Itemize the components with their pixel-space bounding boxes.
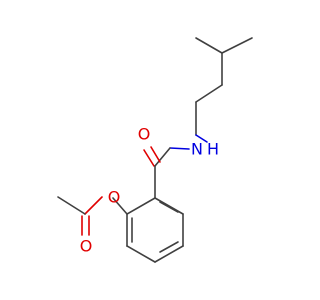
bond-isopropyl-left — [195, 37, 223, 54]
bond-carbonyl-double-2 — [150, 146, 161, 163]
bond-ring-to-ester-oxygen — [112, 197, 128, 215]
bond-ring-4 — [154, 245, 184, 263]
molecule-structure: O N H O O — [57, 37, 253, 263]
amide-nitrogen-label: N — [191, 140, 203, 159]
carbonyl-oxygen-label: O — [138, 125, 151, 144]
ester-oxygen-label: O — [108, 188, 121, 207]
bond-ester-oxygen-to-carbonyl — [84, 196, 103, 215]
bond-n-carbonyl-carbon — [154, 147, 171, 167]
bond-carbonyl-double-1 — [143, 149, 155, 167]
amide-hydrogen-label: H — [207, 140, 219, 159]
bond-n-tail — [195, 134, 208, 143]
bond-ring-inner-1 — [159, 201, 179, 213]
bond-ring-5 — [126, 245, 156, 263]
bond-n-carbonyl — [169, 147, 190, 150]
bond-tail-2 — [195, 84, 223, 103]
bond-ring-inner-2 — [159, 241, 179, 253]
bond-acetyl-methyl — [57, 196, 86, 215]
bond-ring-2 — [154, 197, 184, 215]
bond-ring-7 — [126, 197, 156, 215]
acetyl-oxygen-label: O — [80, 237, 93, 256]
bond-isopropyl-right — [221, 37, 253, 54]
